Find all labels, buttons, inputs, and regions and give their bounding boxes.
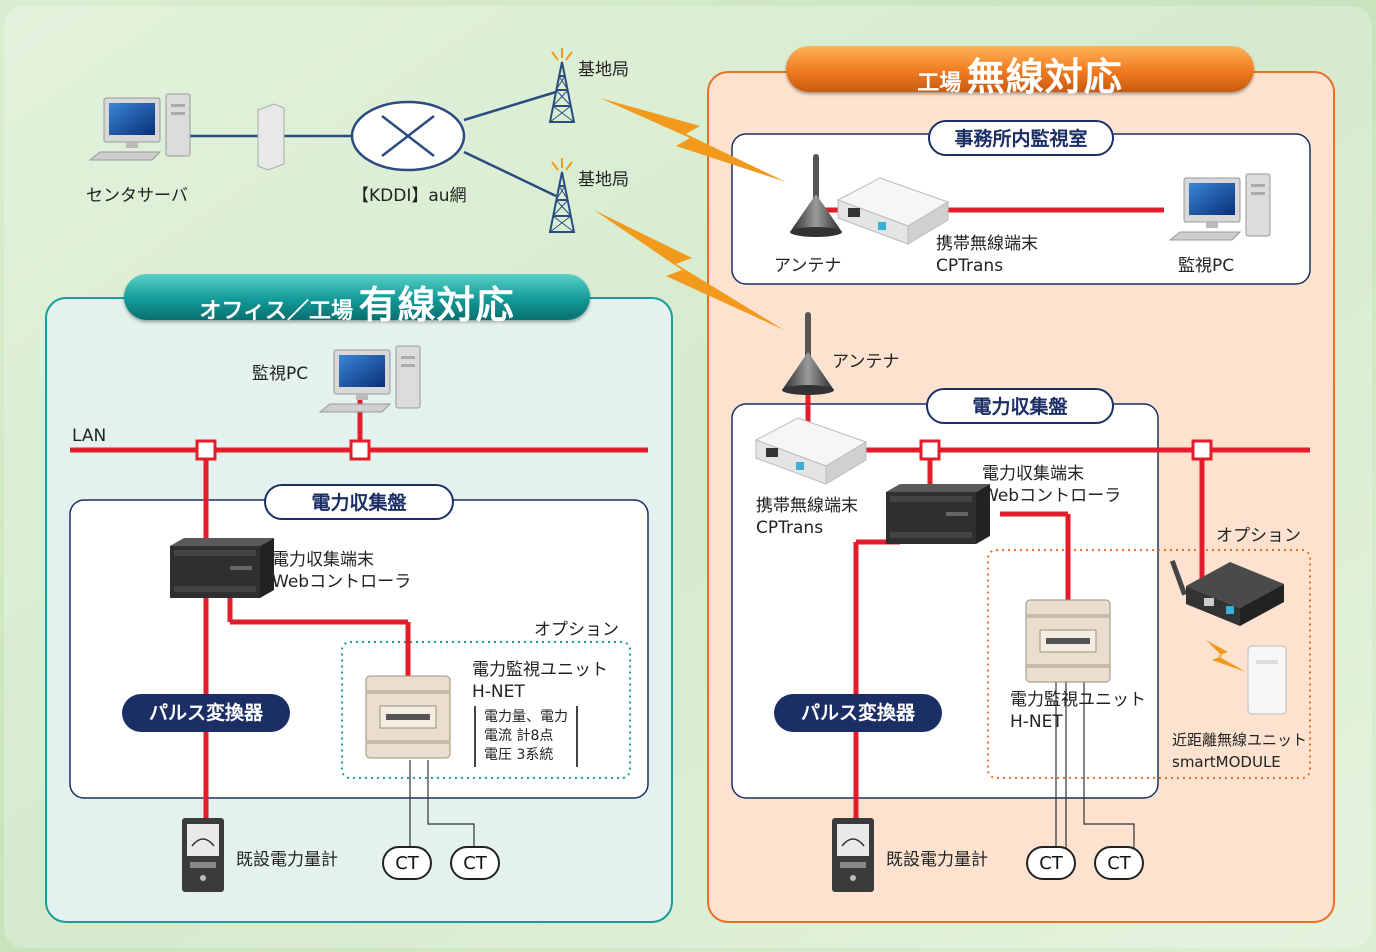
smart-module-line1: 近距離無線ユニット	[1172, 731, 1308, 749]
wireless-terminal-line1: 携帯無線端末	[756, 496, 858, 516]
wired-banner: オフィス／工場 有線対応	[124, 274, 590, 327]
spec-line-3: 電圧 3系統	[484, 747, 554, 763]
base-station-2-label: 基地局	[578, 170, 629, 190]
lan-label: LAN	[72, 426, 107, 446]
wired-controller-line1: 電力収集端末	[272, 550, 374, 570]
wired-monitor-pc-label: 監視PC	[252, 364, 309, 384]
wireless-ct-1: CT	[1026, 846, 1076, 880]
wireless-unit-line1: 電力監視ユニット	[1010, 690, 1146, 710]
wired-ct-1: CT	[382, 846, 432, 880]
office-antenna-label: アンテナ	[774, 256, 842, 276]
wired-option-label: オプション	[534, 620, 619, 640]
smart-module-line2: smartMODULE	[1172, 753, 1281, 771]
wireless-meter-label: 既設電力量計	[886, 850, 988, 870]
wireless-terminal-line2: CPTrans	[756, 518, 824, 538]
wireless-banner: 工場 無線対応	[786, 46, 1254, 99]
wired-meter-label: 既設電力量計	[236, 850, 338, 870]
wireless-banner-big: 無線対応	[966, 55, 1123, 99]
office-terminal-line2: CPTrans	[936, 256, 1004, 276]
wired-ct-2: CT	[450, 846, 500, 880]
wireless-controller-line2: Webコントローラ	[982, 486, 1122, 506]
spec-line-1: 電力量、電力	[484, 709, 568, 725]
wireless-banner-small: 工場	[917, 71, 962, 96]
wired-panel-label: 電力収集盤	[264, 484, 454, 520]
wireless-unit-line2: H-NET	[1010, 712, 1063, 732]
wireless-controller-line1: 電力収集端末	[982, 464, 1084, 484]
wired-pulse-converter: パルス変換器	[122, 694, 290, 732]
wireless-pulse-converter: パルス変換器	[774, 694, 942, 732]
carrier-network-label: 【KDDI】au網	[352, 186, 467, 206]
wired-unit-line2: H-NET	[472, 682, 525, 702]
spec-line-2: 電流 計8点	[484, 728, 554, 744]
wireless-monitor-pc-label: 監視PC	[1178, 256, 1235, 276]
center-server-label: センタサーバ	[86, 186, 188, 206]
wireless-option-label: オプション	[1216, 526, 1301, 546]
office-terminal-line1: 携帯無線端末	[936, 234, 1038, 254]
wired-controller-line2: Webコントローラ	[272, 572, 412, 592]
wired-unit-spec: 電力量、電力 電流 計8点 電圧 3系統	[474, 706, 578, 767]
wireless-panel-label: 電力収集盤	[926, 388, 1114, 424]
wired-unit-line1: 電力監視ユニット	[472, 660, 608, 680]
wired-banner-big: 有線対応	[358, 283, 515, 327]
wired-banner-small: オフィス／工場	[199, 299, 353, 324]
base-station-1-label: 基地局	[578, 60, 629, 80]
wireless-ct-2: CT	[1094, 846, 1144, 880]
office-monitor-room-label: 事務所内監視室	[928, 120, 1114, 156]
main-antenna-label: アンテナ	[832, 352, 900, 372]
